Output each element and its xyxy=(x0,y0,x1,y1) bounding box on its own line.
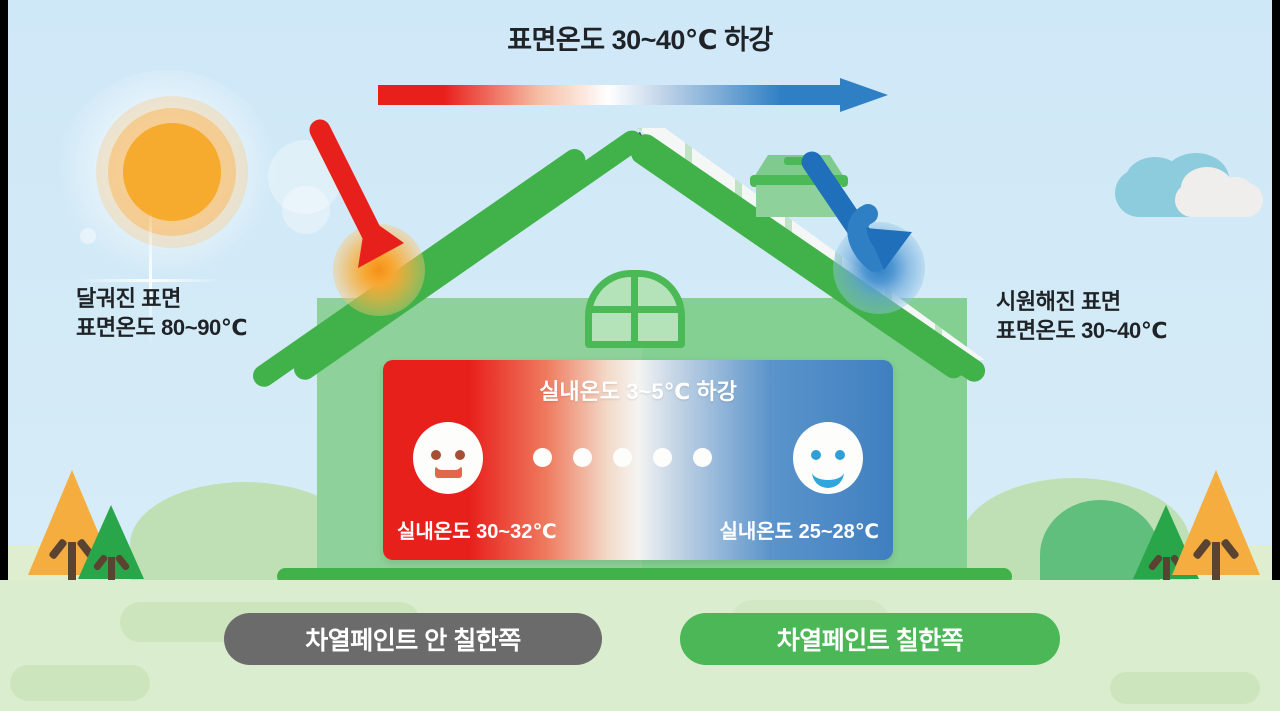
happy-eye-left xyxy=(811,450,821,460)
paint-bucket-body xyxy=(756,185,842,217)
untreated-surface-label: 달궈진 표면 표면온도 80~90℃ xyxy=(76,285,248,342)
surface-temp-headline: 표면온도 30~40℃ 하강 xyxy=(507,25,773,55)
treated-surface-title: 시원해진 표면 xyxy=(996,289,1121,314)
green-tree-icon xyxy=(78,505,144,587)
sad-face-icon xyxy=(413,422,483,494)
orange-tree-icon xyxy=(1172,470,1260,582)
paint-bucket-notch xyxy=(784,157,818,165)
treated-surface-label: 시원해진 표면 표면온도 30~40℃ xyxy=(996,288,1168,345)
happy-face-icon xyxy=(793,422,863,494)
tree-trunk xyxy=(1212,542,1220,582)
progress-dot xyxy=(573,448,592,467)
untreated-surface-title: 달궈진 표면 xyxy=(76,286,181,311)
left-letterbox xyxy=(0,0,8,580)
progress-dot xyxy=(533,448,552,467)
hot-surface-glow xyxy=(333,224,425,316)
gradient-arrow-head xyxy=(840,78,888,112)
tree-trunk xyxy=(68,542,76,582)
sad-eye-left xyxy=(431,450,441,460)
indoor-temp-untreated-value: 실내온도 30~32℃ xyxy=(397,521,557,543)
tree-trunk xyxy=(1163,557,1170,587)
face-comparison-row xyxy=(383,422,893,494)
decor-bar xyxy=(10,665,150,701)
cool-surface-glow xyxy=(833,222,925,314)
sad-mouth xyxy=(435,463,462,478)
cloud-icon xyxy=(1115,153,1265,225)
legend-panel xyxy=(0,580,1280,711)
right-letterbox xyxy=(1272,0,1280,580)
indoor-temp-drop-label: 실내온도 3~5℃ 하강 xyxy=(539,379,737,404)
paint-bucket-icon xyxy=(750,155,848,217)
legend-untreated-pill[interactable]: 차열페인트 안 칠한쪽 xyxy=(224,613,602,665)
tree-trunk xyxy=(108,557,115,587)
gradient-right-arrow-icon xyxy=(378,78,888,112)
decor-bar xyxy=(1110,672,1260,704)
gradient-arrow-bar xyxy=(378,85,848,105)
house-window-icon xyxy=(585,270,685,348)
window-mullion-horizontal xyxy=(589,306,681,313)
indoor-temperature-panel: 실내온도 3~5℃ 하강 실내온도 30~32℃ xyxy=(383,360,893,560)
untreated-surface-value: 표면온도 80~90℃ xyxy=(76,314,248,340)
treated-surface-value: 표면온도 30~40℃ xyxy=(996,317,1168,343)
legend-treated-pill[interactable]: 차열페인트 칠한쪽 xyxy=(680,613,1060,665)
happy-eye-right xyxy=(835,450,845,460)
cloud-front-puff-2 xyxy=(1215,177,1255,213)
progress-dot xyxy=(693,448,712,467)
progress-dot xyxy=(653,448,672,467)
sad-eye-right xyxy=(455,450,465,460)
sun-core xyxy=(123,123,221,221)
house-illustration: 실내온도 3~5℃ 하강 실내온도 30~32℃ xyxy=(248,118,1030,598)
progress-dot xyxy=(613,448,632,467)
sun-icon xyxy=(52,70,282,350)
sun-sparkle-icon xyxy=(80,210,220,350)
happy-mouth xyxy=(812,464,844,488)
decor-bubble-small xyxy=(80,228,96,244)
indoor-temp-treated-value: 실내온도 25~28℃ xyxy=(719,521,879,543)
